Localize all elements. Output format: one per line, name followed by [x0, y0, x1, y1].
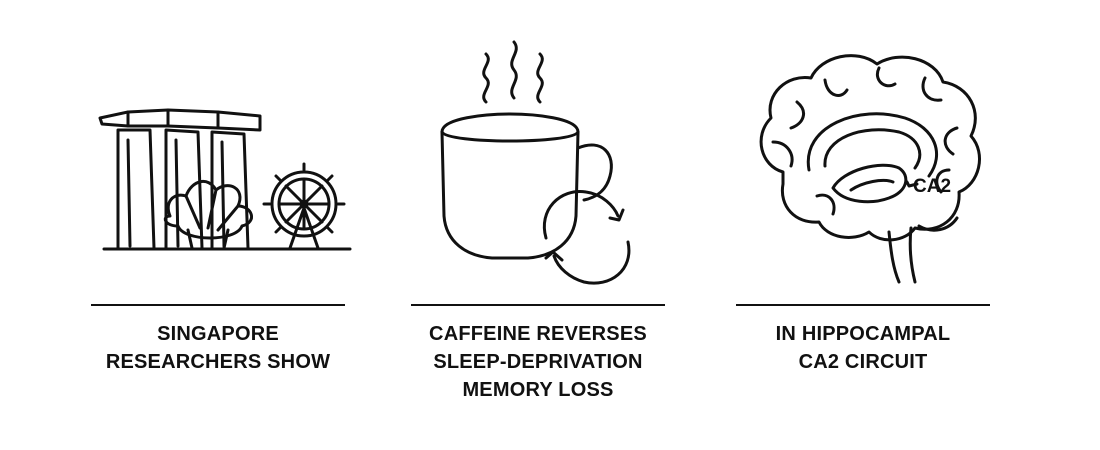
caption-line: RESEARCHERS SHOW	[105, 351, 331, 373]
panel-singapore: SINGAPORE RESEARCHERS SHOW	[68, 0, 368, 450]
brain-hippocampus-icon: CA2	[713, 20, 1013, 290]
caption-singapore: SINGAPORE RESEARCHERS SHOW	[68, 320, 368, 376]
caption-caffeine: CAFFEINE REVERSES SLEEP-DEPRIVATION MEMO…	[388, 320, 688, 404]
caption-line: MEMORY LOSS	[462, 379, 614, 401]
steaming-coffee-mug-with-cycle-arrows-icon	[388, 20, 688, 290]
panel-hippocampus: CA2 IN HIPPOCAMPAL CA2 CIRCUIT	[713, 0, 1013, 450]
caption-line: CAFFEINE REVERSES	[429, 323, 647, 345]
caption-line: SINGAPORE	[157, 323, 279, 345]
panel-caffeine: CAFFEINE REVERSES SLEEP-DEPRIVATION MEMO…	[388, 0, 688, 450]
ca2-label: CA2	[913, 176, 951, 197]
divider-line	[411, 304, 665, 306]
divider-line	[91, 304, 345, 306]
divider-line	[736, 304, 990, 306]
marina-bay-skyline-icon	[68, 20, 368, 290]
caption-line: IN HIPPOCAMPAL	[775, 323, 951, 345]
caption-line: CA2 CIRCUIT	[798, 351, 928, 373]
caption-line: SLEEP-DEPRIVATION	[433, 351, 643, 373]
caption-hippocampus: IN HIPPOCAMPAL CA2 CIRCUIT	[713, 320, 1013, 376]
